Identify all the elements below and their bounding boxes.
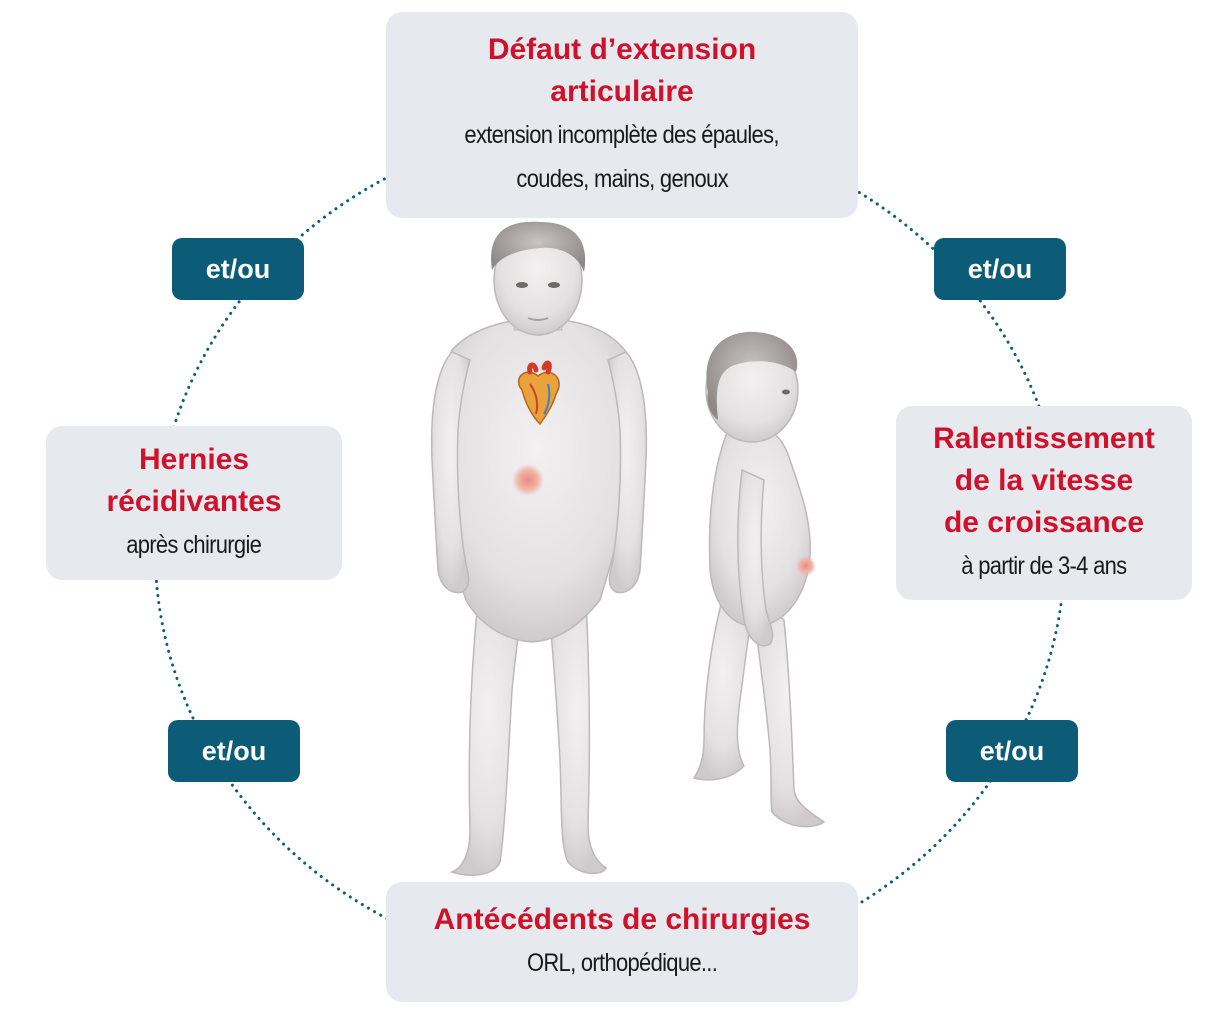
connector-badge-top-left: et/ou (172, 238, 304, 300)
box-hernias: Hernies récidivantes après chirurgie (46, 426, 342, 580)
box-title: de croissance (943, 506, 1145, 539)
box-growth-slowdown: Ralentissement de la vitesse de croissan… (896, 406, 1192, 600)
box-title: Défaut d’extension (487, 33, 757, 66)
box-title: récidivantes (106, 485, 282, 518)
heart-icon (517, 360, 560, 426)
figure-side (692, 331, 826, 828)
connector-badge-bottom-left: et/ou (168, 720, 300, 782)
connector-badge-bottom-right: et/ou (946, 720, 1078, 782)
box-title: Hernies (138, 443, 250, 476)
box-title: Ralentissement (933, 422, 1155, 455)
box-title: Antécédents de chirurgies (433, 903, 811, 936)
box-title: de la vitesse (954, 464, 1134, 497)
box-subtitle: après chirurgie (126, 531, 263, 559)
box-subtitle: extension incomplète des épaules, (464, 121, 780, 149)
box-subtitle: ORL, orthopédique... (526, 949, 718, 977)
figure-front (430, 221, 648, 876)
box-joint-extension: Défaut d’extension articulaire extension… (386, 12, 858, 218)
box-title: articulaire (550, 75, 694, 108)
box-surgery-history: Antécédents de chirurgies ORL, orthopédi… (386, 882, 858, 1002)
box-subtitle: à partir de 3-4 ans (961, 552, 1127, 580)
box-subtitle: coudes, mains, genoux (516, 165, 728, 193)
connector-badge-top-right: et/ou (934, 238, 1066, 300)
